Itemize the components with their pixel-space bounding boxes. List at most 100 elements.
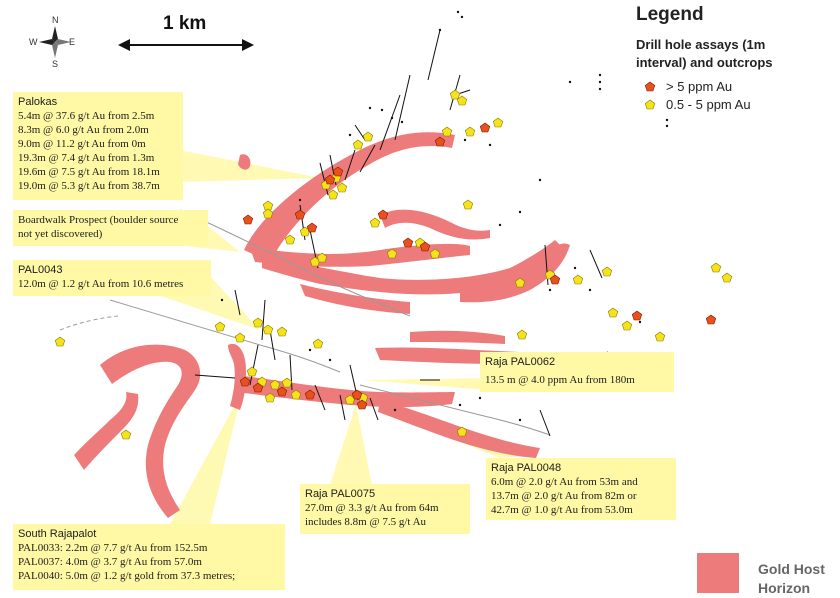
collar-dot: [573, 266, 577, 270]
legend-subtitle-line1: Drill hole assays (1m: [636, 37, 766, 52]
drill-hole-traces: [194, 29, 609, 437]
callout-south-line: PAL0040: 5.0m @ 1.2 g/t gold from 37.3 m…: [18, 570, 236, 582]
collar-dot: [638, 320, 642, 324]
compass-rose: [39, 26, 71, 58]
gold-host-line1: Gold Host: [758, 561, 825, 577]
collar-dot: [598, 73, 602, 77]
horizon-south-arc: [100, 344, 201, 518]
collar-dot: [538, 178, 542, 182]
drill-trace: [539, 409, 551, 437]
compass-s: S: [52, 59, 59, 69]
callout-pal0075-line: includes 8.8m @ 7.5 g/t Au: [305, 516, 427, 528]
drill-trace: [319, 162, 329, 196]
drill-trace: [354, 124, 366, 141]
legend-collar-icon: [665, 124, 669, 128]
collar-dot: [548, 288, 552, 292]
drill-trace: [249, 344, 259, 386]
scale-label: 1 km: [163, 13, 207, 34]
collar-dot: [568, 80, 572, 84]
callout-pal0062-title: Raja PAL0062: [485, 356, 556, 368]
legend-collar-icon: [665, 118, 669, 122]
horizon-south-inner: [228, 343, 246, 410]
horizon-palokas-main: [244, 132, 455, 262]
drill-trace: [394, 74, 411, 141]
collar-dot: [348, 133, 352, 137]
callout-pal0048-line: 6.0m @ 2.0 g/t Au from 53m and: [491, 476, 638, 488]
collar-dot: [298, 198, 302, 202]
collar-dot: [328, 358, 332, 362]
horizon-south-west-arm: [74, 392, 139, 470]
callout-south-line: PAL0033: 2.2m @ 7.7 g/t Au from 152.5m: [18, 542, 208, 554]
gold-host-line2: Horizon: [758, 580, 811, 596]
gold-host-label: Gold Host Horizon: [758, 560, 825, 598]
collar-dot: [220, 298, 224, 302]
fault-west-short: [59, 315, 119, 331]
collar-dot: [390, 116, 394, 120]
callout-palokas-title: Palokas: [18, 96, 58, 108]
legend-red-pentagon-icon: [644, 81, 656, 92]
callout-pal0043-title: PAL0043: [18, 264, 63, 276]
collar-dot: [460, 15, 464, 19]
legend-title: Legend: [636, 4, 704, 25]
pointer-south: [170, 392, 242, 524]
legend-subtitle-line2: interval) and outcrops: [636, 55, 773, 70]
collar-dot: [308, 348, 312, 352]
legend-subtitle: Drill hole assays (1m interval) and outc…: [636, 36, 773, 72]
drill-trace: [269, 329, 276, 361]
legend-gold-host-swatch: [697, 553, 739, 593]
callout-pal0048-title: Raja PAL0048: [491, 462, 562, 474]
drill-trace: [261, 299, 266, 341]
pointer-pal0062: [362, 378, 488, 390]
callout-pal0043-line1: 12.0m @ 1.2 g/t Au from 10.6 metres: [18, 278, 184, 290]
legend-item-mid: 0.5 - 5 ppm Au: [666, 97, 751, 112]
horizon-mid-strip: [300, 284, 410, 314]
horizon-palokas-lower: [250, 243, 470, 267]
drill-trace: [289, 354, 293, 391]
collar-dot: [393, 408, 397, 412]
scale-bar: [118, 39, 254, 51]
compass-n: N: [52, 15, 59, 25]
pointer-pal0075: [330, 404, 372, 485]
callout-south-title: South Rajapalot: [18, 528, 97, 540]
callout-palokas-line: 9.0m @ 11.2 g/t Au from 0m: [18, 138, 146, 150]
drill-trace: [359, 144, 376, 173]
collar-dot: [380, 108, 384, 112]
drill-trace: [344, 149, 356, 181]
drill-trace: [369, 397, 379, 421]
collar-dot: [588, 288, 592, 292]
callout-south-line: PAL0037: 4.0m @ 3.7 g/t Au from 57.0m: [18, 556, 202, 568]
drill-trace: [194, 374, 236, 379]
callout-palokas-line: 19.0m @ 5.3 g/t Au from 38.7m: [18, 180, 160, 192]
callout-pal0043: PAL0043 12.0m @ 1.2 g/t Au from 10.6 met…: [13, 260, 211, 296]
drill-trace: [589, 249, 603, 279]
drill-trace: [314, 384, 326, 411]
drill-trace: [234, 289, 241, 316]
callout-palokas-line: 5.4m @ 37.6 g/t Au from 2.5m: [18, 110, 155, 122]
collar-dot: [463, 138, 467, 142]
callout-palokas: Palokas 5.4m @ 37.6 g/t Au from 2.5m 8.3…: [13, 92, 183, 200]
fault-northwest: [179, 209, 411, 317]
fault-central: [109, 299, 341, 373]
collar-dot: [458, 403, 462, 407]
collar-dot: [438, 28, 442, 32]
drill-trace: [339, 394, 346, 421]
callout-palokas-line: 19.6m @ 7.5 g/t Au from 18.1m: [18, 166, 160, 178]
callout-south-rajapalot: South Rajapalot PAL0033: 2.2m @ 7.7 g/t …: [13, 524, 285, 590]
drill-trace: [427, 29, 441, 81]
callout-palokas-line: 19.3m @ 7.4 g/t Au from 1.3m: [18, 152, 155, 164]
collar-dot: [400, 120, 404, 124]
callout-pal0048-line: 13.7m @ 2.0 g/t Au from 82m or: [491, 490, 637, 502]
legend-symbols: [644, 81, 739, 593]
collar-dot: [368, 106, 372, 110]
compass-w: W: [29, 37, 38, 47]
collar-dot: [456, 10, 460, 14]
callout-boardwalk-line2: not yet discovered): [18, 228, 103, 240]
callout-pal0062-line1: 13.5 m @ 4.0 ppm Au from 180m: [485, 374, 635, 386]
collar-dot: [498, 223, 502, 227]
collar-dot: [518, 210, 522, 214]
collar-dot: [488, 143, 492, 147]
collar-dot: [518, 418, 522, 422]
legend-yellow-pentagon-icon: [644, 99, 656, 110]
horizon-nested-arc: [380, 209, 490, 240]
callout-pal0048: Raja PAL0048 6.0m @ 2.0 g/t Au from 53m …: [486, 458, 676, 520]
